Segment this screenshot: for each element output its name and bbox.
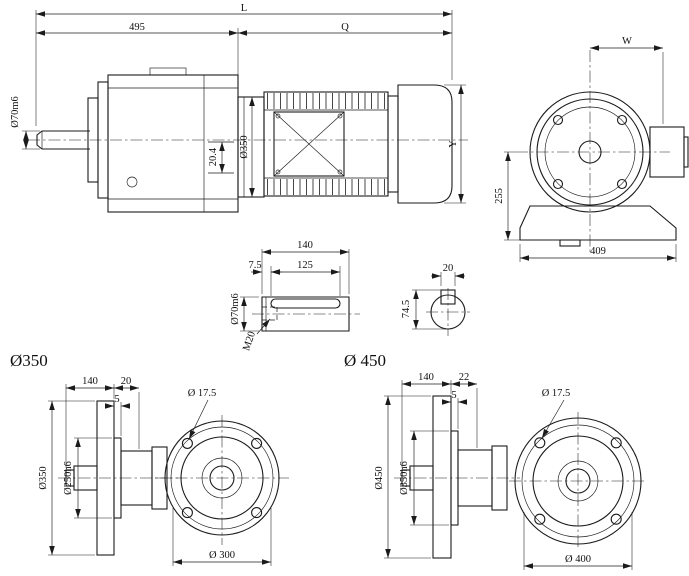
dim-label-motor-length: Q: [341, 22, 349, 33]
bolt-circle: [544, 106, 636, 198]
motor-fins-top: [265, 93, 387, 109]
dim-label-key-offset: 7.5: [248, 260, 261, 271]
dim-label-over-key: 74.5: [401, 300, 412, 318]
center-bore: [578, 140, 602, 164]
dim-label-width: W: [622, 36, 632, 47]
flange-350-front-view: Ø 17.5 Ø 300: [155, 388, 289, 566]
dim-label-f450-length: 140: [418, 372, 434, 383]
key-section-dimensions: 20 74.5: [401, 263, 465, 330]
dim-label-f350-thickness: 20: [121, 376, 132, 387]
fan-cowl: [397, 84, 453, 204]
tapped-hole-hidden: [262, 306, 278, 321]
dim-label-f350-spigot-depth: 5: [114, 394, 119, 405]
flange-circle: [536, 98, 644, 206]
dim-label-detail-shaft-dia: Ø70m6: [230, 293, 241, 325]
dim-label-thread: M20: [241, 330, 258, 352]
motor-frame-panel: [273, 111, 345, 177]
dim-label-f450-spigot-depth: 5: [451, 390, 456, 401]
key: [440, 289, 456, 305]
oil-plug: [126, 176, 138, 188]
bearing-shield: [387, 95, 399, 193]
dim-label-f350-spigot-dia: Ø250h6: [63, 461, 74, 495]
flange-450-option: Ø 450 140 22 5 Ø450 Ø35: [344, 351, 647, 570]
dim-label-overall-length: L: [241, 3, 247, 14]
motor: [263, 84, 453, 204]
side-view-dimensions: L 495 Q Ø70m6 20.4 Ø350 Y: [10, 3, 466, 204]
flange-350-title: Ø350: [10, 351, 48, 370]
dim-label-key-width: 20: [443, 263, 454, 274]
motor-fins-bottom: [265, 179, 387, 195]
dim-label-f450-bolt-circle: Ø 400: [565, 554, 591, 565]
side-view: L 495 Q Ø70m6 20.4 Ø350 Y: [10, 3, 468, 213]
dim-label-gear-unit-length: 495: [129, 22, 145, 33]
dim-label-internal: 20.4: [208, 147, 219, 166]
foot-base: [519, 205, 677, 241]
dim-label-f350-bolt-circle: Ø 300: [209, 550, 235, 561]
flange-350-option: Ø350 140 20 5 Ø350 Ø250: [10, 351, 289, 566]
dim-label-shaft-dia: Ø70m6: [10, 96, 21, 128]
output-shaft: [36, 130, 90, 150]
shaft-detail-dimensions: 140 7.5 125 Ø70m6 M20: [230, 240, 350, 352]
dim-label-f450-spigot-dia: Ø350h6: [399, 461, 410, 495]
dim-label-motor-height: Y: [448, 140, 459, 148]
dim-label-adapter-flange-dia: Ø350: [239, 135, 250, 158]
dim-label-f450-outer-dia: Ø450: [374, 466, 385, 489]
flange-450-title: Ø 450: [344, 351, 386, 370]
dim-label-f350-hole-dia: Ø 17.5: [188, 388, 217, 399]
dim-label-f450-thickness: 22: [459, 372, 470, 383]
shaft-detail-view: 140 7.5 125 Ø70m6 M20: [230, 240, 360, 352]
flange-450-side-view: [394, 395, 520, 559]
splined-end: [491, 445, 508, 511]
flange-plate: [432, 395, 452, 559]
keyway: [270, 298, 341, 309]
flange-450-dimensions: 140 22 5 Ø450 Ø350h6: [374, 372, 478, 559]
dim-label-f350-length: 140: [82, 376, 98, 387]
dim-label-f350-outer-dia: Ø350: [38, 466, 49, 489]
key-cross-section-view: 20 74.5: [401, 263, 470, 336]
dim-label-f450-hole-dia: Ø 17.5: [542, 388, 571, 399]
shaft-section: [430, 294, 466, 330]
dim-label-shaft-length: 140: [297, 240, 313, 251]
dim-label-base-length: 409: [590, 246, 606, 257]
flange-350-dimensions: 140 20 5 Ø350 Ø250h6: [38, 376, 140, 556]
end-view: W 255 409: [494, 36, 689, 262]
end-view-dimensions: W 255 409: [494, 36, 677, 262]
flange-450-front-view: Ø 17.5 Ø 400: [509, 388, 647, 570]
dim-label-centre-height: 255: [494, 188, 505, 204]
dim-label-key-length: 125: [297, 260, 313, 271]
